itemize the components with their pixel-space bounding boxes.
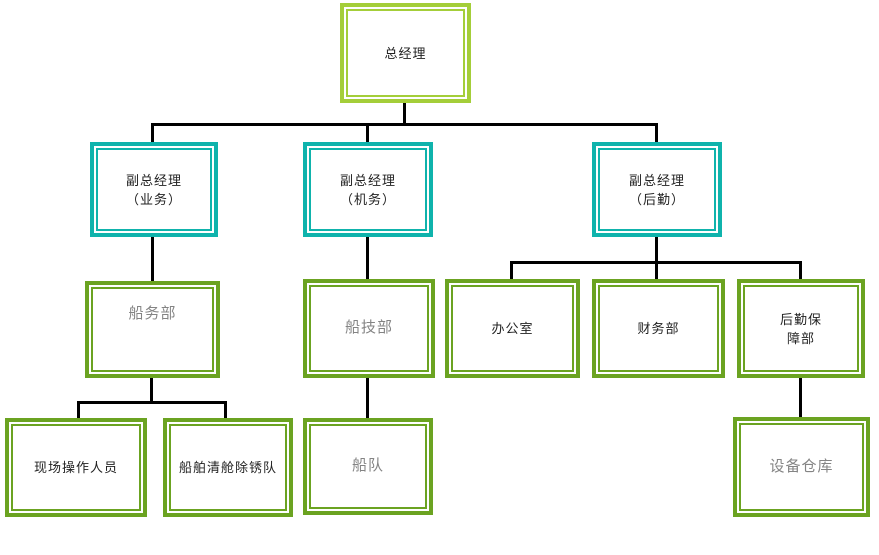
connector-drop-dgm-business [151,123,154,144]
node-shipping-dept: 船务部 [85,281,220,378]
connector-level2-bus [151,123,658,126]
connector-drop-logistics-support [799,261,802,281]
node-general-manager: 总经理 [340,3,471,103]
node-general-manager-label: 总经理 [384,45,427,61]
node-deputy-gm-logistics: 副总经理 （后勤） [592,142,722,237]
connector-machinery-to-shiptech [366,237,369,281]
node-deputy-gm-machinery: 副总经理 （机务） [303,142,433,237]
connector-business-to-shipping [151,237,154,283]
node-ship-technical-dept-label: 船技部 [344,320,393,336]
node-field-operators: 现场操作人员 [5,418,147,517]
node-deputy-gm-logistics-label: 副总经理 （后勤） [628,172,685,207]
node-deputy-gm-business-label: 副总经理 （业务） [125,172,182,207]
node-equipment-warehouse: 设备仓库 [733,417,870,517]
node-ship-cleaning-derusting-team: 船舶清舱除锈队 [163,418,293,517]
node-ship-cleaning-derusting-team-label: 船舶清舱除锈队 [178,460,277,475]
node-field-operators-label: 现场操作人员 [33,460,118,475]
node-finance-dept-label: 财务部 [637,321,680,336]
node-ship-technical-dept: 船技部 [303,279,435,378]
connector-logistics-stem [655,237,658,281]
connector-shiptech-to-fleet [366,378,369,420]
connector-drop-cleaning-team [224,401,227,420]
node-office: 办公室 [445,279,580,378]
node-fleet-label: 船队 [351,458,384,474]
connector-shipping-stem [150,378,153,404]
node-shipping-dept-label: 船务部 [128,306,177,322]
node-deputy-gm-machinery-label: 副总经理 （机务） [339,172,396,207]
node-logistics-support-dept-label: 后勤保 障部 [779,311,822,346]
connector-drop-field-operators [77,401,80,420]
connector-support-to-warehouse [799,378,802,419]
node-fleet: 船队 [303,418,433,515]
node-finance-dept: 财务部 [592,279,725,378]
connector-drop-dgm-machinery [366,123,369,144]
connector-drop-dgm-logistics [655,123,658,144]
node-deputy-gm-business: 副总经理 （业务） [90,142,218,237]
connector-logistics-bus [510,261,802,264]
node-logistics-support-dept: 后勤保 障部 [737,279,865,378]
connector-shipping-bus [77,401,227,404]
node-office-label: 办公室 [491,321,534,336]
connector-drop-office [510,261,513,281]
connector-gm-stem [403,103,406,125]
node-equipment-warehouse-label: 设备仓库 [769,458,834,475]
